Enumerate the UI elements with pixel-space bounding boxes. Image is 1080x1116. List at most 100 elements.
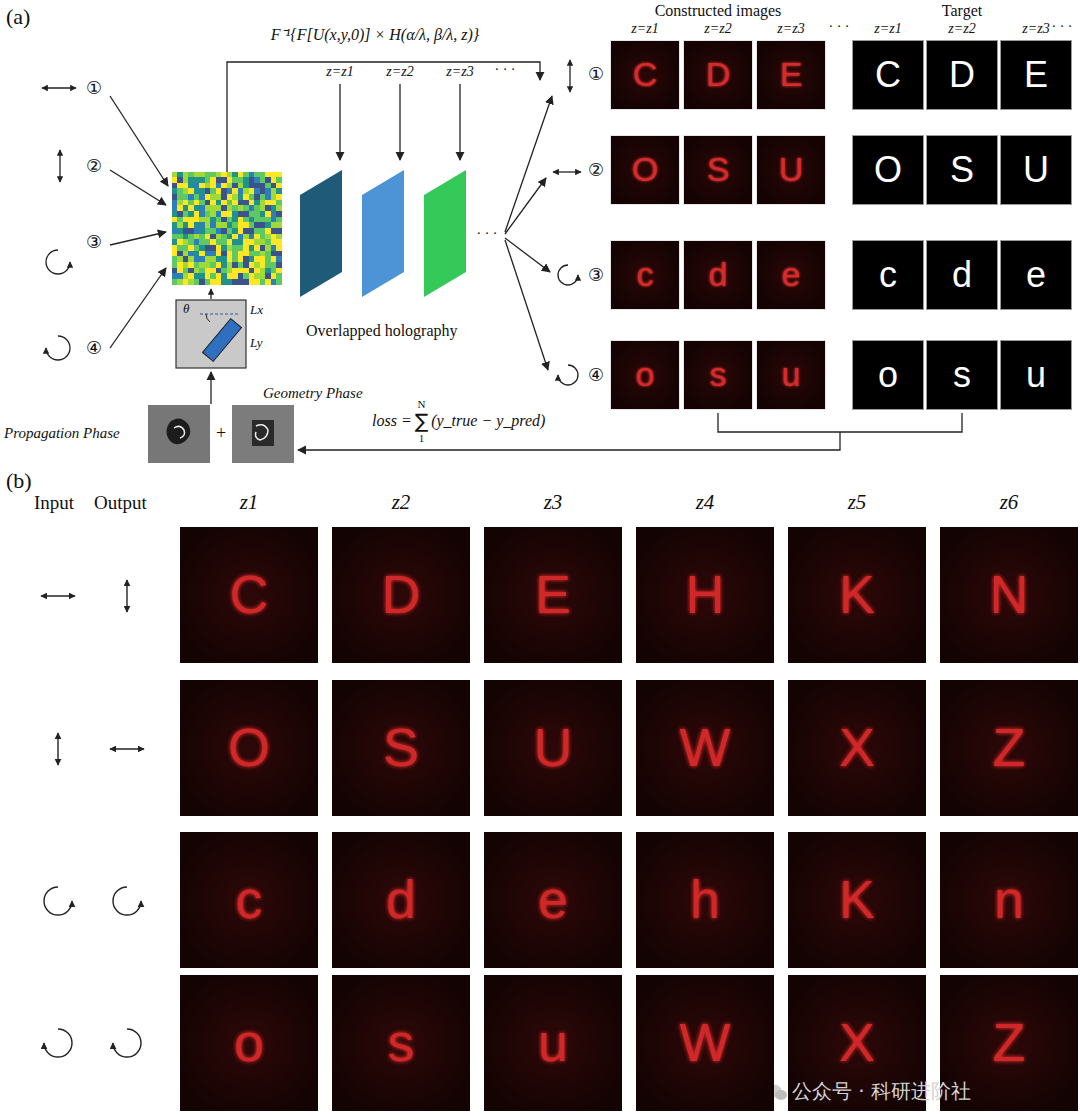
linear-polarization: [42, 87, 76, 88]
input-arrows: [42, 88, 168, 360]
image-letter: Z: [993, 1013, 1026, 1072]
plane-label: · · ·: [1052, 19, 1073, 35]
image-letter: e: [782, 256, 801, 293]
plane-label: · · ·: [495, 62, 516, 78]
constructed-image: D: [683, 40, 753, 110]
image-letter: C: [633, 56, 658, 93]
circular-polarization: [558, 265, 578, 285]
input-arrow: [110, 268, 166, 348]
column-header: Target: [942, 2, 982, 20]
image-letter: E: [780, 56, 803, 93]
constructed-image: e: [756, 240, 826, 310]
plane-label: · · ·: [477, 226, 498, 242]
plane-label: ①: [86, 78, 102, 99]
constructed-image: o: [610, 340, 680, 410]
image-letter: X: [839, 1013, 875, 1072]
image-letter: e: [538, 870, 568, 929]
image-letter: o: [234, 1013, 264, 1072]
target-image: D: [926, 40, 998, 110]
loss-bracket: [718, 413, 962, 432]
propagation-bracket: [227, 62, 540, 172]
constructed-image: S: [683, 135, 753, 205]
phase-label: Geometry Phase: [263, 385, 363, 402]
plane-arrow: [399, 84, 400, 160]
linear-polarization: [57, 733, 58, 765]
plane-label: z=z1: [631, 21, 658, 37]
linear-polarization: [569, 60, 570, 92]
watermark: 公众号 · 科研进阶社: [792, 1080, 971, 1103]
plus-sign: +: [216, 423, 226, 444]
plane-label: z=z2: [948, 21, 975, 37]
plane-label: z1: [240, 490, 259, 514]
image-letter: O: [632, 151, 658, 188]
loss-formula: loss =N∑1(y_true − y_pred): [372, 398, 545, 444]
plane-label: ④: [86, 338, 102, 359]
panel-label: (b): [6, 468, 32, 493]
constructed-image: U: [756, 135, 826, 205]
image-letter: W: [680, 1013, 731, 1072]
plane-label: z=z2: [704, 21, 731, 37]
column-header: Constructed images: [655, 2, 782, 20]
plane-arrow: [459, 84, 460, 160]
nanopillar: [202, 319, 241, 362]
input-arrow: [110, 96, 168, 186]
phase-arrow: [210, 372, 211, 404]
constructed-image: s: [683, 340, 753, 410]
constructed-image: E: [756, 40, 826, 110]
panel-b-polarization: [41, 580, 144, 1057]
linear-polarization: [126, 580, 127, 612]
linear-polarization: [59, 150, 60, 182]
image-letter: o: [878, 355, 898, 395]
phase-blob: [166, 418, 190, 444]
image-plane: [362, 170, 404, 297]
angle-arc: [206, 314, 210, 322]
reconstructed-image: s: [332, 975, 470, 1111]
target-image: s: [926, 340, 998, 410]
phase-blob: [256, 425, 269, 440]
input-arrow: [110, 232, 166, 245]
image-letter: S: [383, 718, 419, 777]
plane-arrow: [339, 84, 340, 160]
propagation-phase-map: [148, 405, 210, 463]
image-letter: U: [534, 718, 573, 777]
phase-blob: [252, 420, 274, 446]
output-arrow: [505, 240, 548, 370]
constructed-image: C: [610, 40, 680, 110]
plane-label: loss =: [372, 412, 412, 430]
metasurface-hologram: [172, 172, 282, 285]
unit-cell: [176, 289, 246, 404]
plane-label: z5: [848, 490, 867, 514]
target-image: u: [1000, 340, 1072, 410]
circular-polarization: [44, 887, 72, 915]
plane-label: ②: [86, 156, 102, 177]
section-label: Overlapped holography: [306, 322, 458, 340]
loss-feedback: [298, 413, 962, 450]
image-letter: s: [388, 1013, 415, 1072]
reconstructed-image: W: [636, 680, 774, 816]
image-letter: W: [680, 718, 731, 777]
geometry-phase-map: [232, 405, 294, 463]
plane-label: z4: [696, 490, 715, 514]
image-letter: D: [706, 56, 731, 93]
target-image: E: [1000, 40, 1072, 110]
reconstructed-image: W: [636, 975, 774, 1111]
constructed-image: c: [610, 240, 680, 310]
image-letter: E: [1024, 55, 1048, 95]
image-letter: o: [636, 356, 655, 393]
plane-label: (y_true − y_pred): [431, 412, 545, 430]
image-plane: [300, 170, 342, 297]
circular-polarization: [46, 250, 70, 274]
reconstructed-image: d: [332, 832, 470, 968]
circular-polarization: [44, 1029, 72, 1057]
reconstructed-image: K: [788, 832, 926, 968]
image-plane: [424, 170, 466, 297]
plane-label: z6: [1000, 490, 1019, 514]
image-letter: D: [382, 565, 421, 624]
image-letter: s: [710, 356, 727, 393]
reconstructed-image: S: [332, 680, 470, 816]
plane-label: ③: [588, 265, 604, 286]
plane-label: N: [417, 398, 425, 410]
angle-label: θ: [183, 302, 189, 317]
panel-label: (a): [6, 4, 30, 29]
plane-label: z3: [544, 490, 563, 514]
